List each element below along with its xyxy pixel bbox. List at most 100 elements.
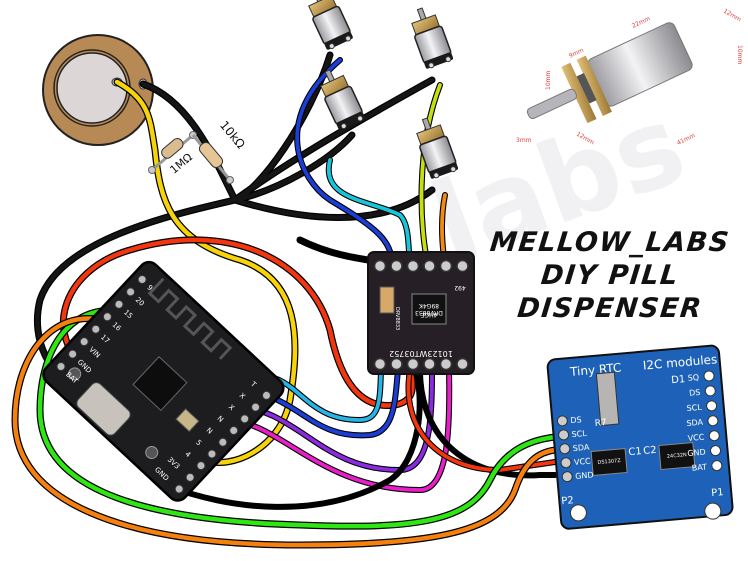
driver-pin <box>373 357 387 371</box>
rtc-pin <box>706 400 718 412</box>
motor-terminal <box>450 166 457 173</box>
motors <box>308 0 459 179</box>
rtc-pin <box>708 430 720 442</box>
driver-chip <box>411 293 447 325</box>
motor-terminal <box>445 56 452 63</box>
mcu-pin-label: X <box>238 391 247 400</box>
photo-bracket <box>561 62 597 124</box>
piezo-sensor <box>42 34 154 146</box>
motor-terminal <box>433 172 440 179</box>
rtc-pin <box>560 457 572 469</box>
reset-button <box>68 367 82 381</box>
mcu-pin <box>196 461 206 471</box>
dimension-label: 12mm <box>722 8 742 24</box>
rtc-pin <box>710 445 722 457</box>
driver-pin <box>423 357 436 371</box>
rtc-pin <box>559 443 571 455</box>
label-p1: P1 <box>711 487 724 499</box>
dimension-label: 3mm <box>516 137 532 144</box>
gear-motor <box>411 7 454 69</box>
title-line-2: DIY PILL <box>539 260 681 291</box>
driver-chip-code: 89G4K <box>418 302 439 309</box>
driver-pin <box>390 357 403 371</box>
title-line-1: MELLOW_LABS <box>488 227 732 258</box>
rtc-pin-label: VCC <box>687 433 705 443</box>
photo-shaft <box>526 88 578 120</box>
driver-pin <box>439 259 453 273</box>
label-c2: C2 <box>643 445 657 457</box>
mcu-pin <box>251 402 261 412</box>
rtc-pin-label: GND <box>687 448 706 459</box>
dimension-label: 22mm <box>631 15 652 30</box>
mcu-pin <box>114 299 124 309</box>
motor-terminal <box>357 115 364 122</box>
chip-u1-label: DS1307Z <box>597 458 621 466</box>
mcu-pin <box>207 449 217 459</box>
wires <box>11 51 559 549</box>
rtc-pin <box>704 385 716 397</box>
mcu-pin-label: 4 <box>183 450 192 459</box>
mcu-pin <box>137 274 147 284</box>
driver-pin <box>456 259 469 273</box>
driver-chip-sub: 4HGE <box>420 311 437 318</box>
mcu-pin-label: 9 <box>145 283 154 292</box>
driver-pin <box>439 357 453 371</box>
mcu-pin <box>240 414 250 424</box>
mcu-pin <box>102 312 112 322</box>
label-c1: C1 <box>628 446 642 458</box>
dimension-label: 12mm <box>575 131 595 147</box>
rtc-pin-label: SDA <box>572 443 590 453</box>
mcu-pin <box>126 287 136 297</box>
dimension-label: 41mm <box>676 132 697 147</box>
mcu-pin-label: 17 <box>99 333 111 345</box>
piezo-center <box>56 52 128 124</box>
motor-terminal <box>345 35 352 42</box>
rtc-pin <box>703 370 715 382</box>
rtc-pin-label: SCL <box>571 429 587 439</box>
mcu-pin-label: N <box>216 415 225 424</box>
motor-terminal <box>328 43 335 50</box>
mcu-pin-label: X <box>227 403 236 412</box>
title-block: MELLOW_LABS DIY PILL DISPENSER <box>488 226 732 325</box>
motor-terminal <box>340 123 347 130</box>
driver-cap-label: 492 <box>454 284 466 291</box>
boot-button <box>145 446 159 460</box>
chip-u2 <box>658 442 696 471</box>
label-d1: D1 <box>671 374 686 386</box>
driver-pin <box>456 357 469 371</box>
mcu-pin <box>79 337 89 347</box>
mcu-pin <box>229 426 239 436</box>
motor-driver-board: DRV8833 89G4K 4HGE 492 DRV8833 10123WT03… <box>367 251 475 375</box>
resistor-10k-label: 10kΩ <box>217 118 248 151</box>
driver-side-label: DRV8833 <box>394 307 400 330</box>
dimension-label: 10mm <box>736 45 743 64</box>
mcu-pin-label: 15 <box>122 308 134 320</box>
motor-terminal <box>428 62 435 69</box>
rtc-pin <box>558 429 570 441</box>
antenna-trace <box>147 277 233 360</box>
rtc-title-right: I2C modules <box>642 352 718 372</box>
crystal <box>175 408 200 433</box>
mcu-pin <box>261 390 271 400</box>
mount-hole <box>704 502 722 520</box>
driver-pin-row-label: 10123WT03752 <box>389 349 453 358</box>
gear-motor <box>416 117 459 179</box>
dimension-label: 10mm <box>545 71 552 90</box>
rtc-pin <box>707 415 719 427</box>
chip-u1 <box>590 447 628 476</box>
mcu-pin-label: 20 <box>134 296 146 308</box>
driver-pin <box>406 357 420 371</box>
rtc-pin <box>561 471 573 483</box>
mcu-pin <box>185 472 195 482</box>
driver-pin <box>390 259 403 273</box>
mcu-pin <box>91 324 101 334</box>
mcu-pin <box>174 484 184 494</box>
rtc-pin-label: DS <box>689 388 701 398</box>
rtc-pin-label: SCL <box>686 403 702 413</box>
driver-pin <box>423 259 436 273</box>
tantalum-cap <box>379 286 395 314</box>
driver-pin <box>373 259 387 273</box>
